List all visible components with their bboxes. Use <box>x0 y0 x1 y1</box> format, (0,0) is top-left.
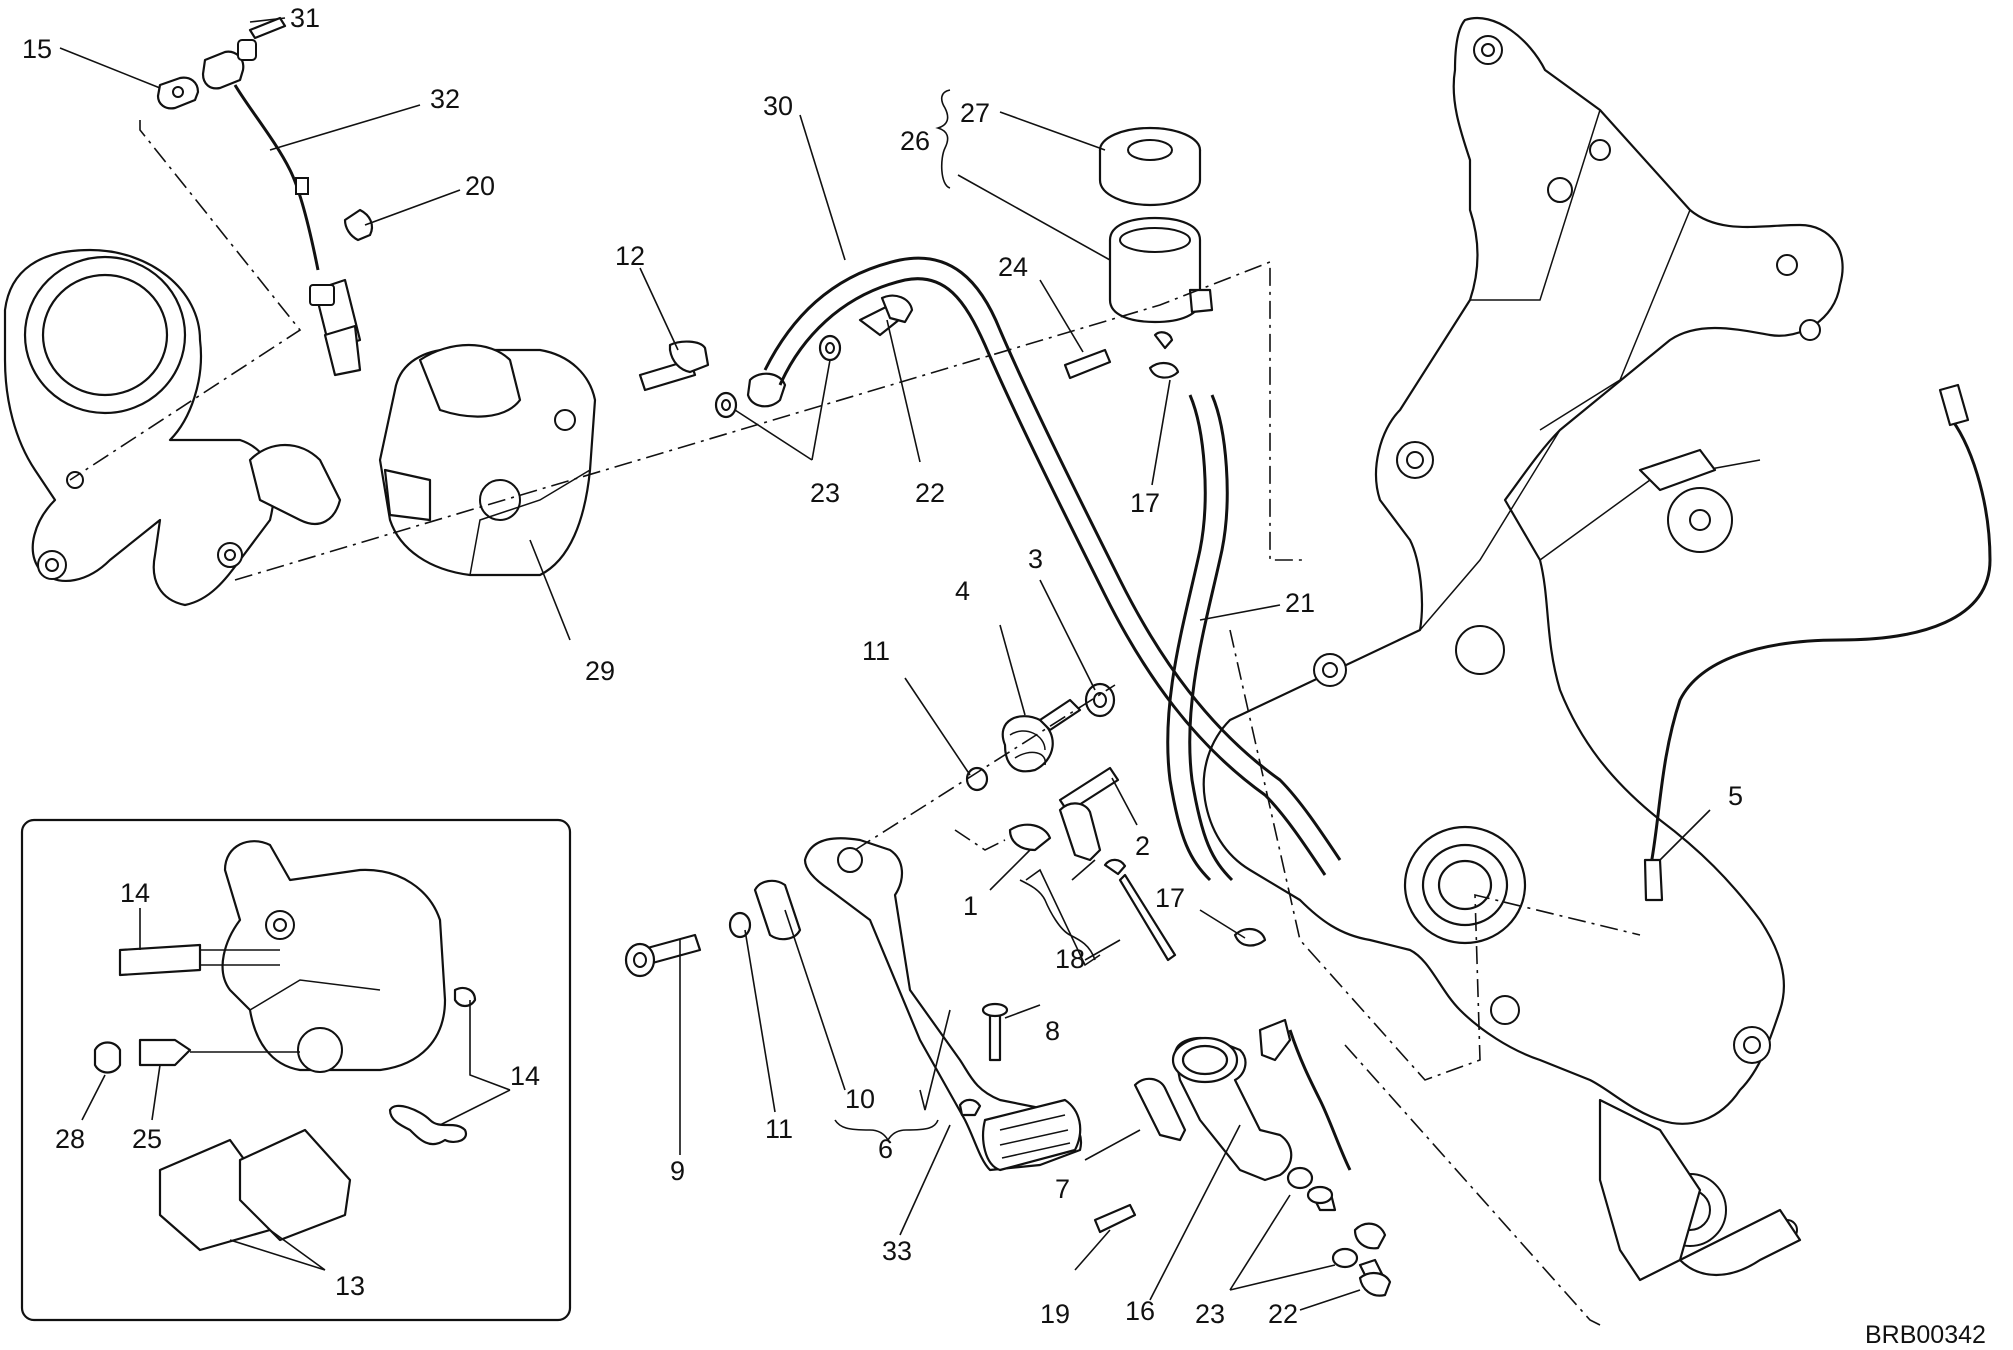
brake-pedal <box>624 837 1083 1172</box>
callout-33: 33 <box>882 1236 912 1266</box>
callout-9: 9 <box>670 1156 685 1186</box>
callout-8: 8 <box>1045 1016 1060 1046</box>
callout-23-bottom: 23 <box>1195 1299 1225 1329</box>
hose-clamps <box>1148 362 1267 947</box>
banjo-fittings-top <box>714 294 914 419</box>
callout-23-top: 23 <box>810 478 840 508</box>
callout-19: 19 <box>1040 1299 1070 1329</box>
callout-26: 26 <box>900 126 930 156</box>
fluid-reservoir <box>1063 126 1214 380</box>
callout-22-top: 22 <box>915 478 945 508</box>
drawing-code: BRB00342 <box>1865 1321 1986 1349</box>
callout-4: 4 <box>955 576 970 606</box>
callout-11-bottom: 11 <box>765 1114 793 1144</box>
leader-lines <box>59 17 1711 1311</box>
brake-hose-21 <box>1166 394 1234 882</box>
callout-17-top: 17 <box>1130 488 1160 518</box>
callout-31: 31 <box>290 3 320 33</box>
callout-1: 1 <box>963 891 978 921</box>
callout-17-mid: 17 <box>1155 883 1185 913</box>
callout-27: 27 <box>960 98 990 128</box>
callout-3: 3 <box>1028 544 1043 574</box>
assembly-axes <box>69 120 1641 1326</box>
caliper-bracket <box>3 248 342 607</box>
frame-assembly <box>1202 17 1844 1282</box>
callout-7: 7 <box>1055 1174 1070 1204</box>
callout-21: 21 <box>1285 588 1315 618</box>
callout-14-inset-left: 14 <box>120 878 150 908</box>
callout-32: 32 <box>430 84 460 114</box>
callout-24: 24 <box>998 252 1028 282</box>
callout-22-bottom: 22 <box>1268 1299 1298 1329</box>
master-cylinder <box>1093 1018 1392 1297</box>
callout-14-inset-right: 14 <box>510 1061 540 1091</box>
brake-hose-30 <box>763 256 1342 876</box>
callout-30: 30 <box>763 91 793 121</box>
callout-25: 25 <box>132 1124 162 1154</box>
callout-15: 15 <box>22 34 52 64</box>
callout-28: 28 <box>55 1124 85 1154</box>
callout-11-top: 11 <box>862 636 890 666</box>
bolt-12 <box>638 340 710 392</box>
callout-12: 12 <box>615 241 645 271</box>
callout-6: 6 <box>878 1134 893 1164</box>
callout-labels: 31 15 32 20 12 30 27 26 24 23 22 17 29 3… <box>22 3 1986 1349</box>
sensor-wire <box>156 16 374 377</box>
callout-10: 10 <box>845 1084 875 1114</box>
callout-29: 29 <box>585 656 615 686</box>
pedal-small-parts <box>965 682 1177 962</box>
callout-13: 13 <box>335 1271 365 1301</box>
callout-2: 2 <box>1135 831 1150 861</box>
inset-panel <box>20 818 572 1322</box>
callout-18: 18 <box>1055 944 1085 974</box>
callout-16: 16 <box>1125 1296 1155 1326</box>
sensor-cable <box>1643 383 1992 902</box>
brake-caliper <box>378 344 597 577</box>
callout-5: 5 <box>1728 781 1743 811</box>
callout-20: 20 <box>465 171 495 201</box>
